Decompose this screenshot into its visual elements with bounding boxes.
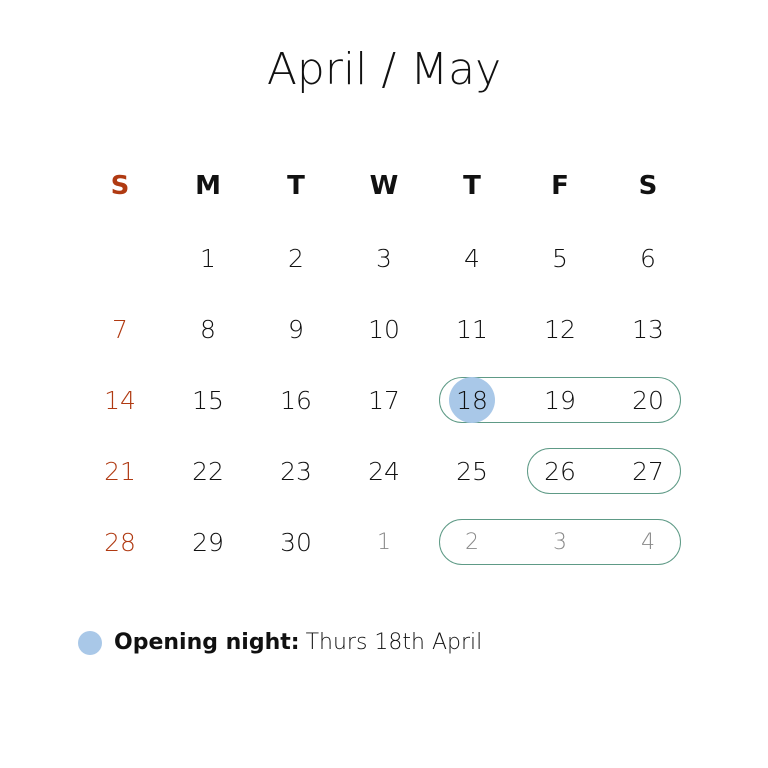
legend: Opening night: Thurs 18th April: [78, 630, 482, 655]
calendar-day[interactable]: 18: [456, 386, 488, 415]
calendar-day[interactable]: 13: [632, 315, 664, 344]
calendar-day[interactable]: 7: [112, 315, 128, 344]
calendar-day[interactable]: 14: [104, 386, 136, 415]
calendar-day[interactable]: 1: [200, 244, 216, 273]
calendar-day[interactable]: 2: [288, 244, 304, 273]
calendar-day[interactable]: 19: [544, 386, 576, 415]
weekday-header: T: [463, 171, 481, 201]
weekday-header: W: [369, 171, 399, 201]
legend-value: Thurs 18th April: [305, 630, 483, 655]
calendar-day[interactable]: 16: [280, 386, 312, 415]
calendar-day[interactable]: 8: [200, 315, 216, 344]
calendar-day[interactable]: 30: [280, 528, 312, 557]
calendar-title: April / May: [266, 44, 502, 95]
calendar-day[interactable]: 10: [368, 315, 400, 344]
legend-label: Opening night:: [114, 630, 300, 655]
opening-night-highlight: [449, 377, 495, 423]
calendar-day[interactable]: 12: [544, 315, 576, 344]
weekday-header: S: [638, 171, 658, 201]
calendar-day[interactable]: 26: [544, 457, 576, 486]
calendar-day[interactable]: 25: [456, 457, 488, 486]
opening-night-dot-icon: [78, 630, 102, 655]
calendar-day[interactable]: 4: [464, 244, 480, 273]
date-range-outline: [439, 519, 681, 565]
calendar-day[interactable]: 28: [104, 528, 136, 557]
date-range-outline: [527, 448, 681, 494]
calendar-day[interactable]: 2: [465, 530, 479, 555]
calendar-day[interactable]: 9: [288, 315, 304, 344]
calendar-day[interactable]: 29: [192, 528, 224, 557]
weekday-header: M: [195, 171, 221, 201]
calendar-day[interactable]: 22: [192, 457, 224, 486]
date-range-outline: [439, 377, 681, 423]
calendar-day[interactable]: 4: [641, 530, 655, 555]
calendar-day[interactable]: 15: [192, 386, 224, 415]
calendar-day[interactable]: 21: [104, 457, 136, 486]
calendar-day[interactable]: 3: [376, 244, 392, 273]
calendar-day[interactable]: 24: [368, 457, 400, 486]
calendar-day[interactable]: 27: [632, 457, 664, 486]
weekday-header: F: [551, 171, 569, 201]
weekday-header: T: [287, 171, 305, 201]
calendar-day[interactable]: 6: [640, 244, 656, 273]
calendar-day[interactable]: 5: [552, 244, 568, 273]
calendar-day[interactable]: 3: [553, 530, 567, 555]
calendar-day[interactable]: 20: [632, 386, 664, 415]
calendar-day[interactable]: 1: [377, 530, 391, 555]
weekday-header: S: [110, 171, 130, 201]
calendar-day[interactable]: 11: [456, 315, 488, 344]
calendar-day[interactable]: 17: [368, 386, 400, 415]
calendar-day[interactable]: 23: [280, 457, 312, 486]
